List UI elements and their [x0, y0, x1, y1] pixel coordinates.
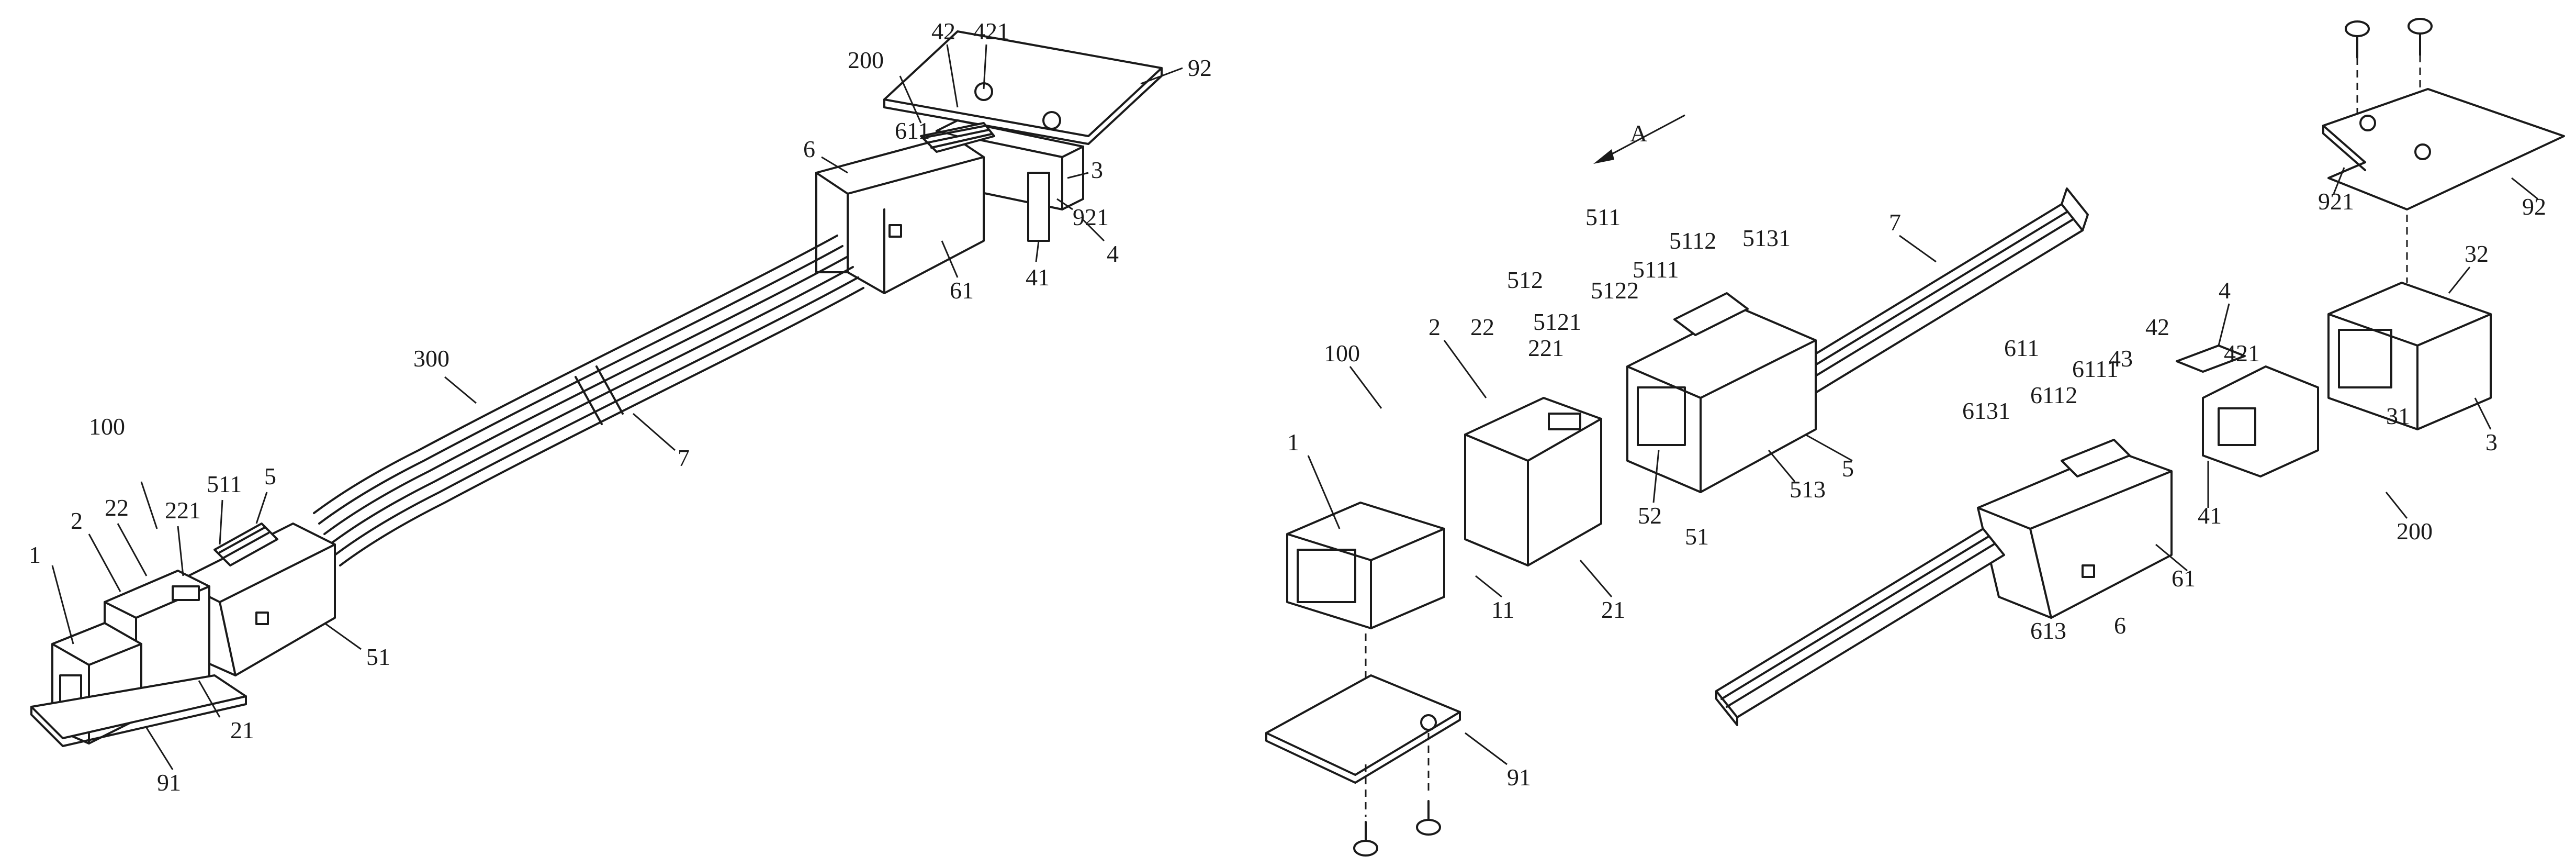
label-611: 611 [895, 117, 930, 144]
label-91-right: 91 [1507, 764, 1531, 791]
label-5131: 5131 [1742, 225, 1791, 251]
label-4-right: 4 [2219, 277, 2231, 304]
label-42: 42 [931, 18, 955, 45]
label-51-right: 51 [1685, 523, 1709, 550]
label-6131: 6131 [1962, 397, 2010, 424]
label-22: 22 [105, 494, 129, 521]
label-5: 5 [264, 463, 276, 490]
label-5122: 5122 [1591, 277, 1639, 304]
label-511-right: 511 [1585, 204, 1621, 230]
label-A: A [1630, 120, 1647, 147]
label-100-right: 100 [1324, 340, 1360, 366]
plug-6-exploded [1978, 440, 2172, 618]
label-7-right: 7 [1889, 209, 1901, 236]
label-100: 100 [89, 413, 125, 440]
label-421-right: 421 [2224, 340, 2260, 366]
label-2-right: 2 [1428, 314, 1441, 340]
label-5112: 5112 [1669, 227, 1716, 254]
direction-arrow-A: A [1593, 115, 1685, 164]
label-221: 221 [165, 497, 201, 524]
label-300: 300 [413, 345, 449, 372]
label-42-right: 42 [2145, 314, 2169, 340]
label-61-right: 61 [2172, 565, 2196, 592]
label-6111: 6111 [2072, 355, 2119, 382]
label-1-right: 1 [1287, 429, 1299, 455]
plug-5-exploded [1627, 293, 1816, 492]
right-assembly: A [1266, 19, 2564, 855]
label-21: 21 [230, 717, 254, 743]
label-921-right: 921 [2318, 188, 2354, 215]
label-52: 52 [1638, 502, 1662, 529]
cable-7-upper [1795, 188, 2088, 393]
label-21-right: 21 [1601, 596, 1625, 623]
label-3-right: 3 [2485, 429, 2498, 455]
label-1: 1 [29, 541, 41, 568]
label-513: 513 [1790, 476, 1826, 503]
label-512: 512 [1507, 266, 1543, 293]
cable-7-lower [1716, 529, 2004, 725]
label-7: 7 [678, 444, 690, 471]
receptacle-1-exploded [1287, 503, 1444, 681]
label-221-right: 221 [1528, 335, 1564, 361]
label-613: 613 [2030, 617, 2066, 644]
label-51: 51 [366, 643, 390, 670]
label-200-right: 200 [2397, 518, 2433, 544]
label-5111: 5111 [1633, 256, 1679, 283]
label-4: 4 [1107, 240, 1119, 267]
housing-2-exploded [1465, 398, 1601, 565]
label-41: 41 [1026, 264, 1050, 291]
label-61: 61 [950, 277, 974, 304]
label-3: 3 [1091, 157, 1103, 183]
cable-7 [314, 236, 863, 565]
label-511: 511 [207, 471, 242, 497]
label-611-right: 611 [2004, 335, 2039, 361]
label-92: 92 [1188, 54, 1212, 81]
label-41-right: 41 [2198, 502, 2222, 529]
plug-6 [816, 123, 994, 293]
circuit-board-91-exploded [1266, 675, 1460, 783]
left-assembly: 200 42 421 92 611 6 3 921 61 41 4 300 7 … [29, 18, 1212, 796]
label-6112: 6112 [2030, 382, 2077, 408]
label-2: 2 [71, 507, 83, 534]
label-91: 91 [157, 769, 181, 796]
label-6: 6 [803, 136, 815, 162]
label-6-right: 6 [2114, 612, 2126, 639]
label-5121: 5121 [1533, 308, 1581, 335]
label-200: 200 [848, 47, 884, 73]
label-11: 11 [1491, 596, 1514, 623]
label-92-right: 92 [2522, 193, 2546, 220]
label-921: 921 [1073, 204, 1109, 230]
label-421: 421 [973, 18, 1009, 45]
label-22-right: 22 [1470, 314, 1494, 340]
label-31: 31 [2386, 403, 2410, 429]
label-32: 32 [2465, 240, 2489, 267]
